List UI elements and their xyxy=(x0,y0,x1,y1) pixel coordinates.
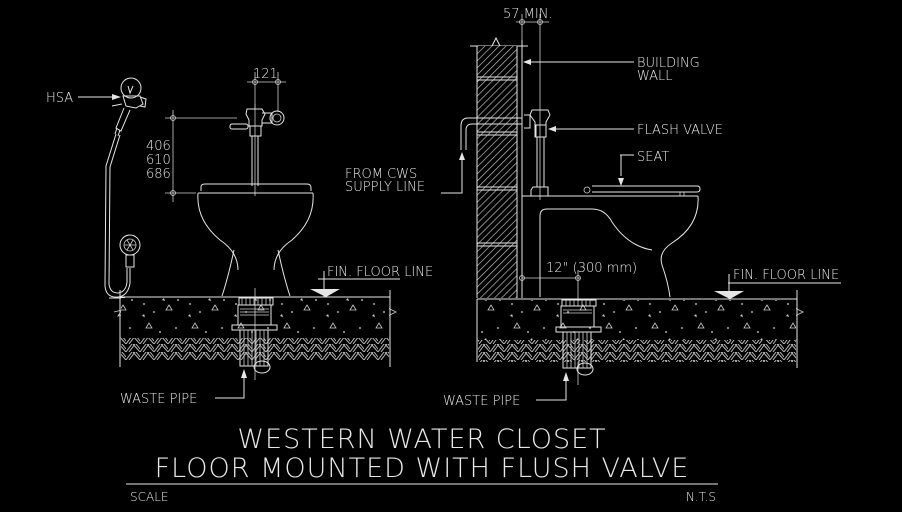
building-wall-label-2: WALL xyxy=(637,69,673,84)
waste-pipe-arrow-side xyxy=(563,372,569,381)
floor-marker-side xyxy=(714,274,841,299)
flush-valve-front xyxy=(229,104,285,196)
floor-line-label-front: FIN. FLOOR LINE xyxy=(327,265,433,280)
dim-57-min xyxy=(516,14,549,100)
waste-outlet-front xyxy=(231,288,278,380)
supply-line-label-1: FROM CWS xyxy=(345,167,417,182)
dim-rough-in-text: 12" (300 mm) xyxy=(546,261,637,276)
dim-height-406: 406 xyxy=(146,139,171,154)
waste-outlet-side xyxy=(555,299,602,376)
dim-57-min-text: 57 MIN. xyxy=(503,7,553,22)
dim-121-text: 121 xyxy=(253,67,278,82)
dim-121 xyxy=(247,72,286,112)
title-line-2: FLOOR MOUNTED WITH FLUSH VALVE xyxy=(155,453,690,484)
waste-pipe-leader-side xyxy=(536,378,567,401)
floor-marker-front xyxy=(310,271,400,297)
seat-label: SEAT xyxy=(637,150,669,165)
flush-valve-label: FLASH VALVE xyxy=(637,123,723,138)
dim-heights xyxy=(165,110,237,202)
flush-valve-arrowhead xyxy=(548,126,556,132)
hand-shower-assembly xyxy=(104,77,147,299)
scale-label: SCALE xyxy=(130,490,168,504)
supply-line-label-2: SUPPLY LINE xyxy=(345,180,425,195)
seat-arrowhead xyxy=(618,178,624,186)
building-wall xyxy=(470,36,528,298)
side-view: 57 MIN. BUILDING WALL FLASH VALVE FROM C… xyxy=(345,7,841,409)
building-wall-label-1: BUILDING xyxy=(637,56,700,71)
waste-pipe-label-side: WASTE PIPE xyxy=(443,394,520,409)
flush-valve-side xyxy=(524,100,551,200)
supply-pipe xyxy=(441,117,522,194)
seat-leader xyxy=(620,154,622,176)
wc-bowl-front xyxy=(197,183,314,297)
wall-arrowhead xyxy=(523,59,531,65)
front-view: HSA 121 xyxy=(46,67,433,407)
title-block: WESTERN WATER CLOSET FLOOR MOUNTED WITH … xyxy=(126,424,718,504)
wc-bowl-side xyxy=(522,185,701,298)
waste-pipe-leader-front xyxy=(215,375,245,399)
title-line-1: WESTERN WATER CLOSET xyxy=(237,424,606,455)
hsa-label: HSA xyxy=(46,91,73,106)
hsa-arrowhead xyxy=(112,94,121,100)
floor-line-label-side: FIN. FLOOR LINE xyxy=(733,268,839,283)
waste-pipe-arrow-front xyxy=(241,369,247,378)
waste-pipe-label-front: WASTE PIPE xyxy=(120,392,197,407)
scale-value: N.T.S xyxy=(686,490,716,504)
floor-slab-side xyxy=(476,290,804,368)
dim-height-686: 686 xyxy=(146,167,171,182)
dim-height-610: 610 xyxy=(146,153,171,168)
